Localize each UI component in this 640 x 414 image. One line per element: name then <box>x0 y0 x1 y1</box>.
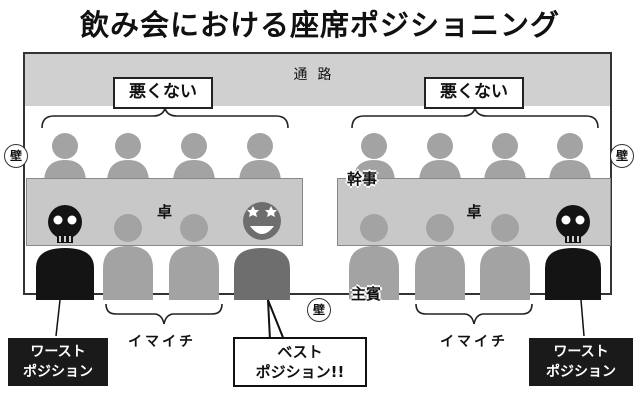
table-left-label: 卓 <box>156 203 172 221</box>
person-back-6 <box>419 133 461 183</box>
best-callout-line1: ベスト <box>277 343 323 361</box>
person-back-4 <box>239 133 281 183</box>
person-back-3 <box>173 133 215 183</box>
guest-label: 主賓 <box>351 285 382 303</box>
person-meh-4 <box>480 214 530 300</box>
wall-marker-bottom: 壁 <box>307 298 331 322</box>
worst-callout-left-line2: ポジション <box>23 364 93 380</box>
person-back-5 <box>353 133 395 183</box>
person-worst-left <box>36 205 94 300</box>
person-back-8 <box>549 133 591 183</box>
meh-label-left: イマイチ <box>128 334 196 350</box>
best-callout-line2: ポジション!! <box>255 363 345 381</box>
worst-callout-left-line1: ワースト <box>30 344 86 360</box>
worst-callout-right-line1: ワースト <box>553 344 609 360</box>
person-back-7 <box>484 133 526 183</box>
wall-marker-right: 壁 <box>610 144 634 168</box>
worst-position-callout-right: ワースト ポジション <box>529 338 633 386</box>
brace-bottom-right <box>415 303 533 325</box>
person-worst-right <box>545 205 601 300</box>
person-back-1 <box>44 133 86 183</box>
person-best <box>234 202 290 300</box>
best-position-callout: ベスト ポジション!! <box>233 337 367 387</box>
not-bad-badge-left: 悪くない <box>113 77 213 109</box>
brace-top-left <box>41 107 289 129</box>
person-back-2 <box>107 133 149 183</box>
brace-top-right <box>351 107 599 129</box>
person-meh-3 <box>415 214 465 300</box>
diagram-title: 飲み会における座席ポジショニング <box>79 8 560 42</box>
meh-label-right: イマイチ <box>440 334 508 350</box>
person-guest <box>349 214 399 300</box>
corridor-label: 通路 <box>293 67 342 83</box>
worst-callout-right-line2: ポジション <box>546 364 616 380</box>
person-meh-2 <box>169 214 219 300</box>
table-right-label: 卓 <box>466 203 482 221</box>
worst-position-callout-left: ワースト ポジション <box>8 338 108 386</box>
wall-marker-left: 壁 <box>4 144 28 168</box>
organizer-label: 幹事 <box>347 170 378 188</box>
person-meh-1 <box>103 214 153 300</box>
brace-bottom-left <box>105 303 223 325</box>
not-bad-badge-right: 悪くない <box>424 77 524 109</box>
